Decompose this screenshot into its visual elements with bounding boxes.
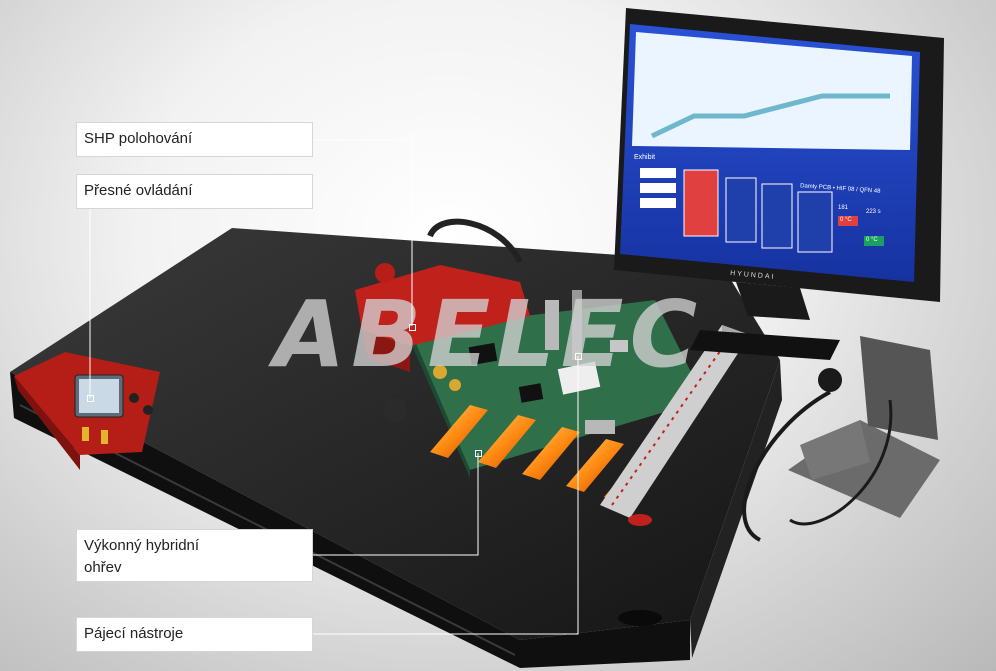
callout-marker-heating [475, 450, 482, 457]
monitor-temp-d: 0 °C [866, 237, 878, 243]
callout-marker-control [87, 395, 94, 402]
callout-hybrid-heating: Výkonný hybridní ohřev [76, 529, 313, 582]
control-panel [14, 352, 160, 470]
callout-shp-positioning: SHP polohování [76, 122, 313, 157]
callout-soldering-tools: Pájecí nástroje [76, 617, 313, 652]
watermark-logo: ABELEC [274, 281, 704, 388]
callout-precise-control: Přesné ovládání [76, 174, 313, 209]
monitor [614, 8, 944, 360]
monitor-temp-c: 0 °C [840, 217, 852, 223]
callout-marker-shp [409, 324, 416, 331]
monitor-temp-b: 223 s [866, 209, 881, 215]
monitor-window-label: Exhibit [634, 154, 656, 161]
callout-marker-tools [575, 353, 582, 360]
tool-holder [742, 336, 940, 542]
monitor-temp-a: 181 [838, 205, 849, 211]
